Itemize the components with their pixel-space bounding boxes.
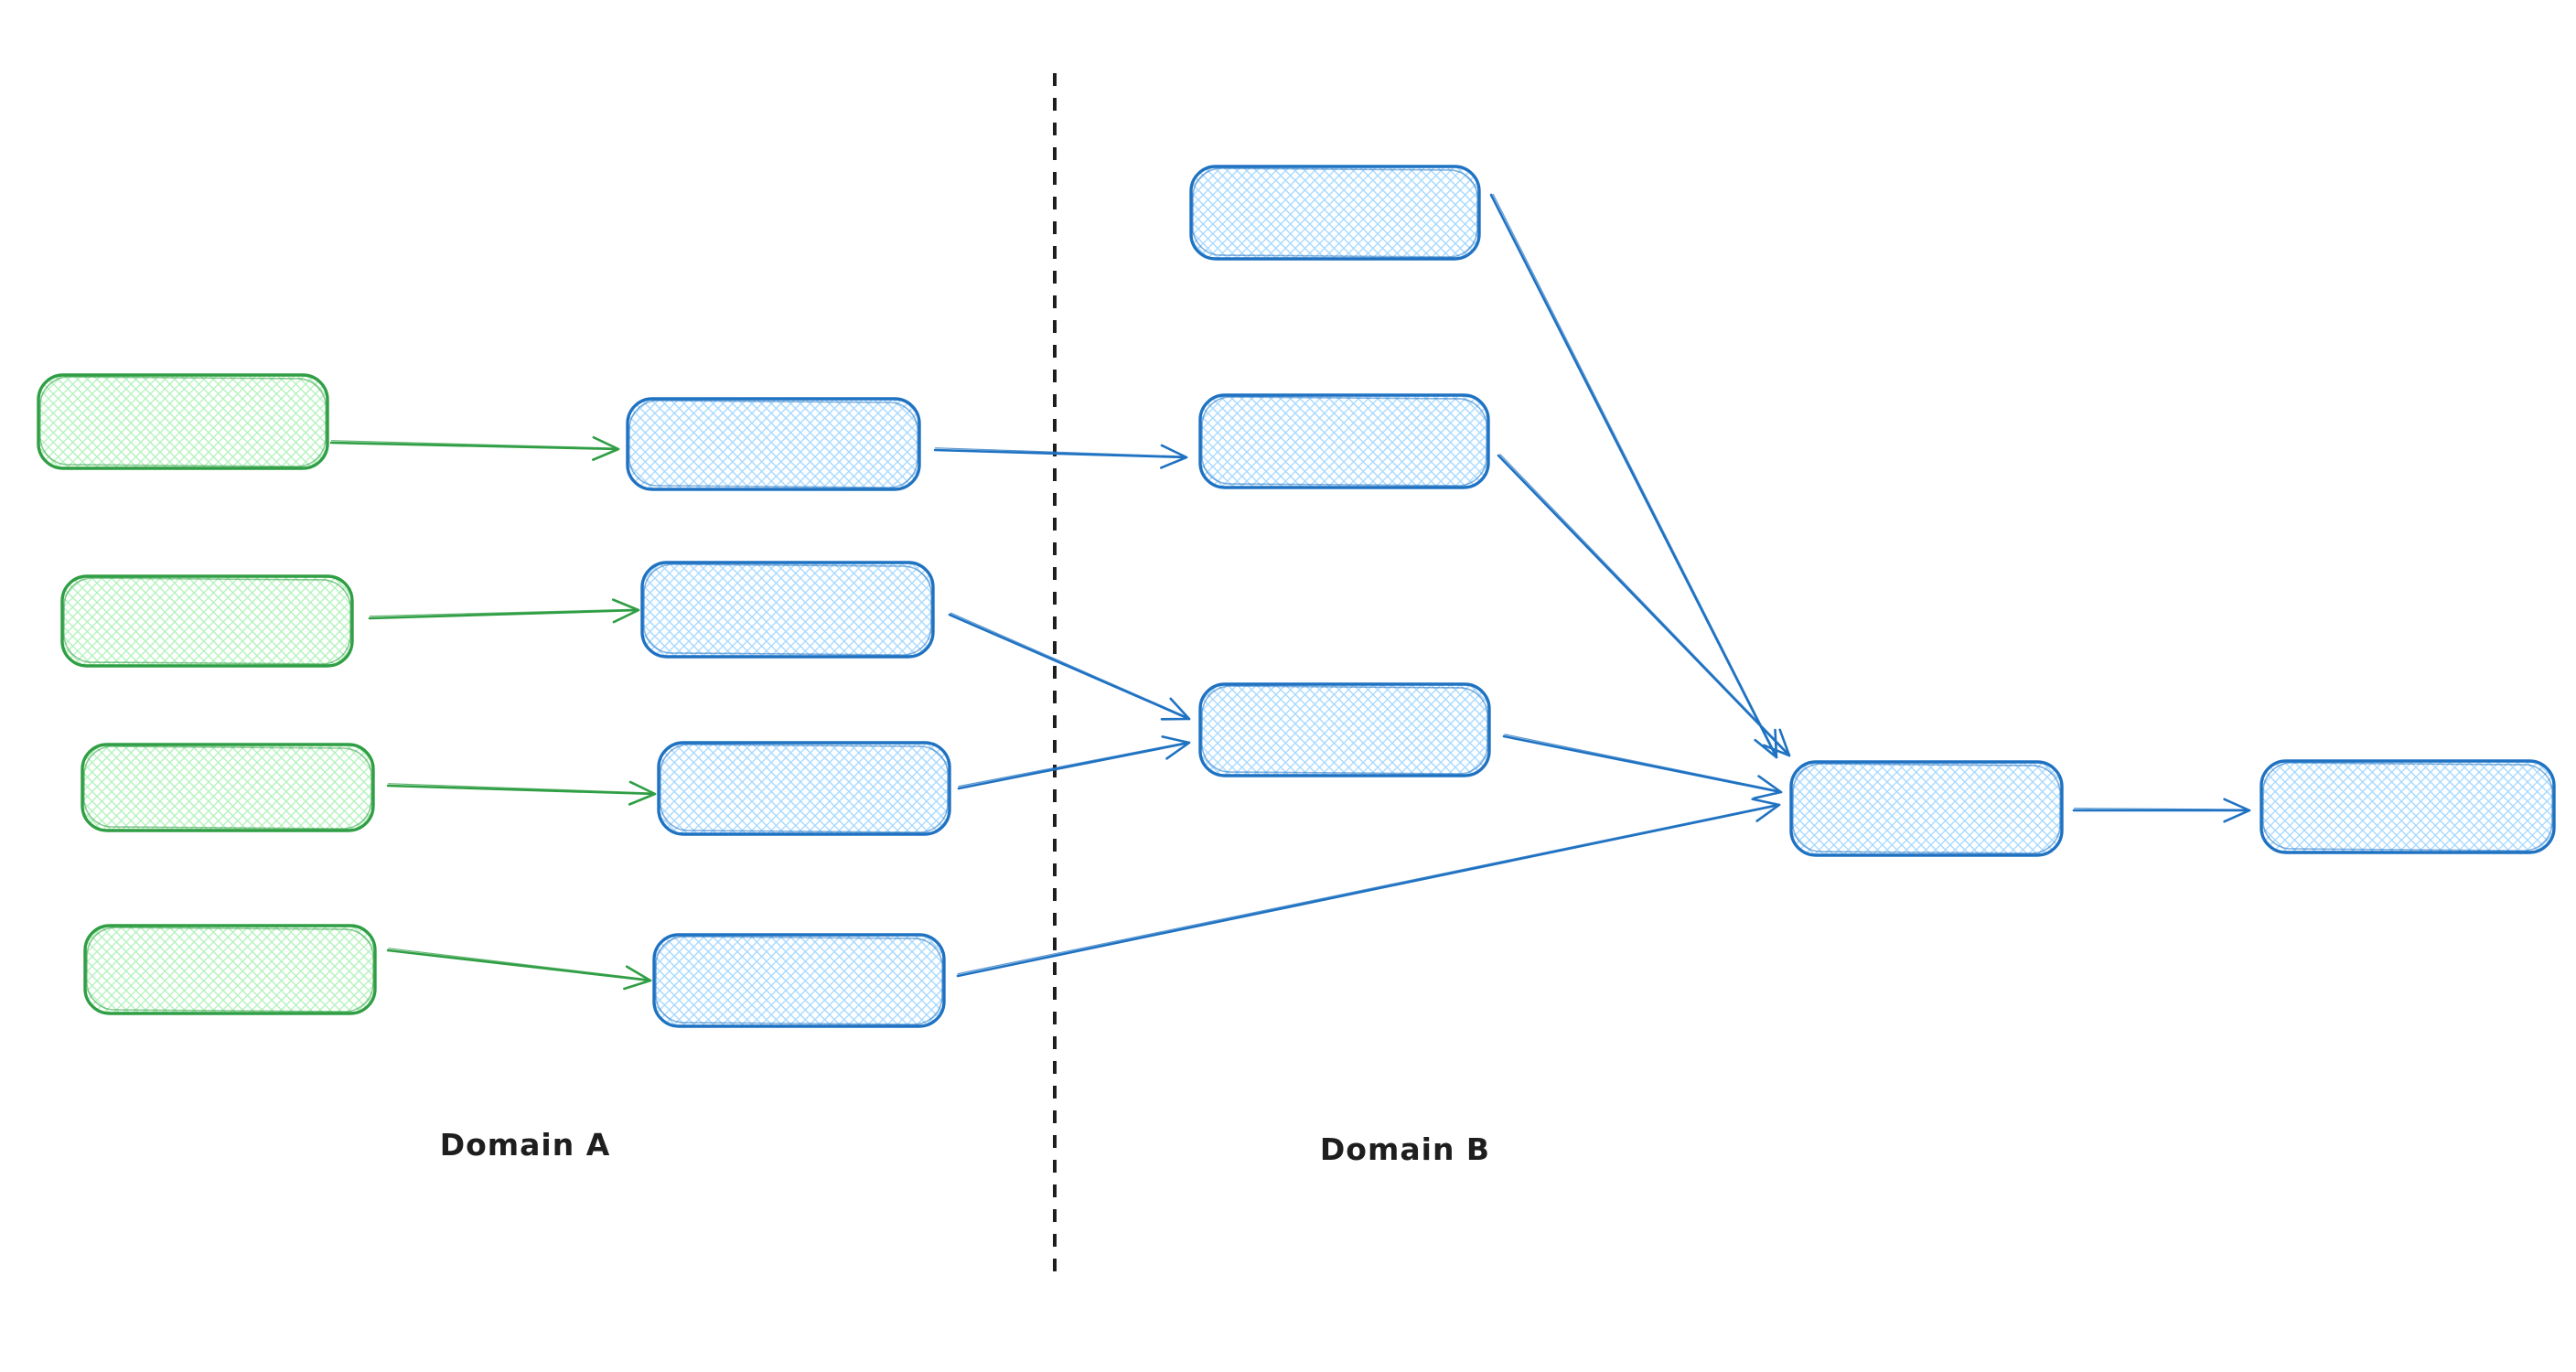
node-a-process-4 [652, 933, 946, 1028]
node-b-process-1 [1198, 393, 1490, 489]
edge-a-source-3--a-process-3 [386, 780, 657, 806]
edge-a-source-1--a-process-1 [329, 435, 620, 461]
node-a-source-3 [80, 743, 375, 832]
node-a-source-4 [83, 924, 377, 1015]
node-a-process-2 [640, 561, 935, 659]
node-b-source-1 [1189, 165, 1481, 261]
edge-b-aggregator--b-output [2072, 798, 2251, 823]
domain-b-label: Domain B [1319, 1131, 1491, 1167]
node-a-process-1 [626, 397, 921, 491]
edge-b-process-2--b-aggregator [1502, 734, 1783, 799]
node-b-aggregator [1789, 760, 2064, 857]
node-a-process-3 [657, 741, 951, 836]
edge-a-process-1--b-process-1 [933, 444, 1188, 469]
edge-b-source-1--b-aggregator [1489, 193, 1778, 759]
edge-a-process-2--b-process-2 [948, 612, 1191, 721]
edge-a-process-4--b-aggregator [956, 798, 1781, 978]
edge-a-process-3--b-process-2 [957, 735, 1191, 790]
node-b-output [2259, 759, 2556, 854]
edge-b-process-1--b-aggregator [1497, 453, 1791, 757]
edge-a-source-4--a-process-4 [386, 948, 652, 991]
domain-a-label: Domain A [439, 1127, 611, 1163]
node-b-process-2 [1198, 682, 1491, 777]
edge-a-source-2--a-process-2 [368, 598, 640, 624]
node-a-source-1 [37, 373, 329, 470]
node-a-source-2 [60, 574, 354, 668]
